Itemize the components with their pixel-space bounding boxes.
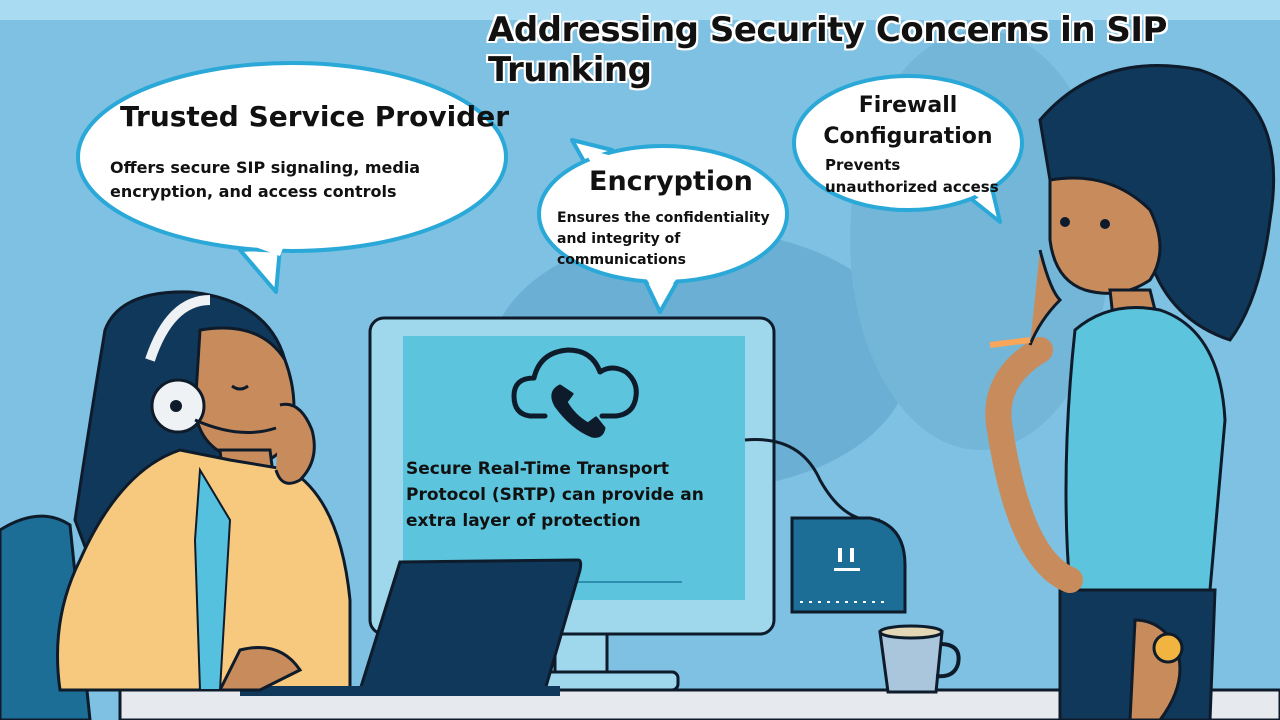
thinking-woman [985,64,1276,720]
computer-monitor [368,316,881,692]
bubble-encryption [537,138,789,314]
firewall-text: Prevents unauthorized access [825,156,999,196]
cloud-phone-icon [511,347,639,438]
router-device [790,516,907,614]
srtp-screen-text: Secure Real-Time Transport Protocol (SRT… [406,459,704,531]
encryption-heading: Encryption [589,166,753,197]
bubble-firewall [792,74,1024,224]
top-band [0,0,1280,20]
laptop [217,558,583,696]
coffee-mug [878,624,961,694]
trusted-provider-text: Offers secure SIP signaling, media encry… [110,158,421,201]
support-agent-woman [56,290,352,692]
page-title: Addressing Security Concerns in SIP Trun… [488,10,1167,90]
trusted-provider-heading: Trusted Service Provider [120,100,510,133]
firewall-heading: Firewall Configuration [823,93,993,149]
bubble-trusted-provider [76,61,508,294]
encryption-text: Ensures the confidentiality and integrit… [557,210,770,268]
